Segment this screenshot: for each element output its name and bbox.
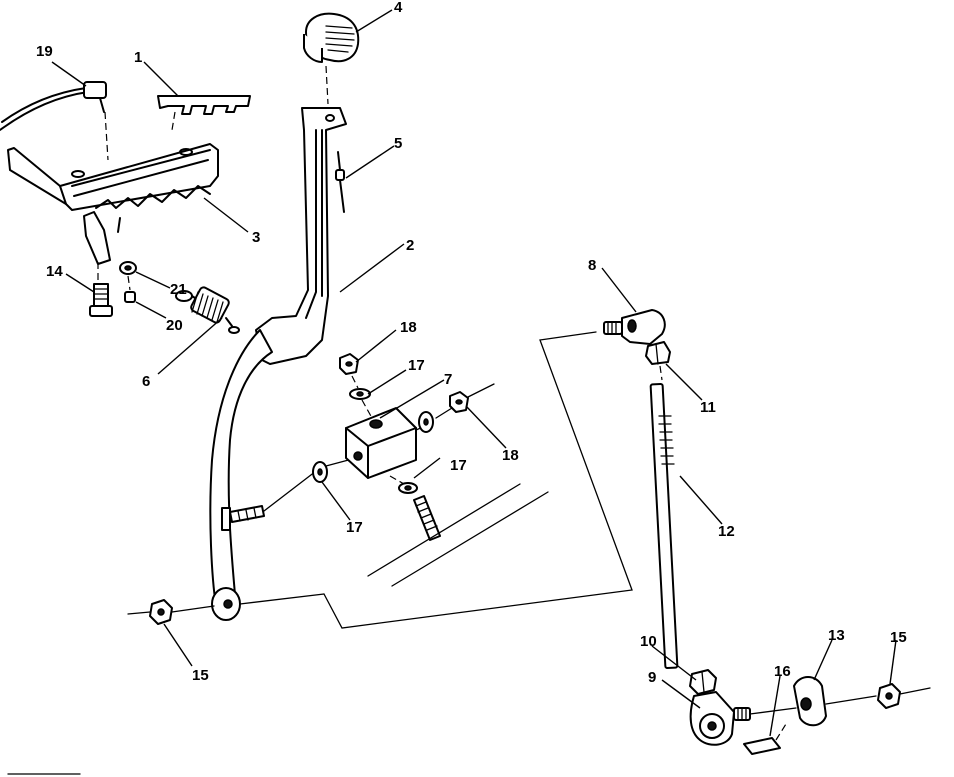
part-13-lever-plate xyxy=(793,676,827,727)
part-2-shift-lever xyxy=(209,107,347,621)
connection-line xyxy=(323,331,633,629)
part-threaded-rod xyxy=(413,495,441,541)
part-8-ball-joint xyxy=(603,309,666,345)
part-10-jam-nut xyxy=(689,669,717,695)
part-bolt-pivot xyxy=(221,505,265,531)
leader-lines xyxy=(51,9,897,737)
part-6-spring xyxy=(175,286,240,334)
callout-9: 9 xyxy=(648,669,656,686)
part-17-washer-upper xyxy=(349,388,371,400)
part-20-spacer xyxy=(124,275,136,303)
callout-21: 21 xyxy=(170,281,187,298)
part-12-rod xyxy=(649,382,679,670)
part-21-nut xyxy=(119,261,137,275)
part-1-gate-plate xyxy=(157,95,251,115)
part-3-bracket xyxy=(7,143,219,265)
callout-8: 8 xyxy=(588,257,596,274)
callout-15-left: 15 xyxy=(192,667,209,684)
callout-5: 5 xyxy=(394,135,402,152)
callout-17-lower: 17 xyxy=(346,519,363,536)
callout-20: 20 xyxy=(166,317,183,334)
callout-18-right: 18 xyxy=(502,447,519,464)
callout-19: 19 xyxy=(36,43,53,60)
callout-14: 14 xyxy=(46,263,63,280)
callout-13: 13 xyxy=(828,627,845,644)
part-16-key xyxy=(743,723,787,755)
callout-2: 2 xyxy=(406,237,414,254)
callout-15-right: 15 xyxy=(890,629,907,646)
callout-12: 12 xyxy=(718,523,735,540)
part-4-knob xyxy=(303,12,360,63)
callout-4: 4 xyxy=(394,0,403,16)
callout-16: 16 xyxy=(774,663,791,680)
callout-numbers: 19 1 3 4 5 2 14 21 20 6 18 17 7 18 17 17… xyxy=(36,0,907,686)
callout-11: 11 xyxy=(700,399,716,416)
part-17-washer-bottom xyxy=(398,482,418,494)
part-18-nut-right xyxy=(449,391,469,413)
part-15-nut-right xyxy=(825,683,931,709)
part-19-switch xyxy=(0,81,109,161)
callout-3: 3 xyxy=(252,229,260,246)
part-18-nut-upper xyxy=(339,353,359,375)
callout-6: 6 xyxy=(142,373,150,390)
part-9-ball-joint xyxy=(689,691,751,746)
callout-17-upper: 17 xyxy=(408,357,425,374)
part-14-bolt xyxy=(89,262,113,317)
callout-17-right: 17 xyxy=(450,457,467,474)
part-11-nut xyxy=(645,341,671,365)
part-17-washer-lower xyxy=(312,461,328,483)
callout-10: 10 xyxy=(640,633,657,650)
callout-18-upper: 18 xyxy=(400,319,417,336)
callout-7: 7 xyxy=(444,371,452,388)
part-15-nut-left xyxy=(127,593,325,625)
callout-1: 1 xyxy=(134,49,142,66)
part-5-pin xyxy=(335,151,345,213)
part-17-washer-right xyxy=(418,411,434,433)
part-7-pivot-block xyxy=(345,407,417,479)
